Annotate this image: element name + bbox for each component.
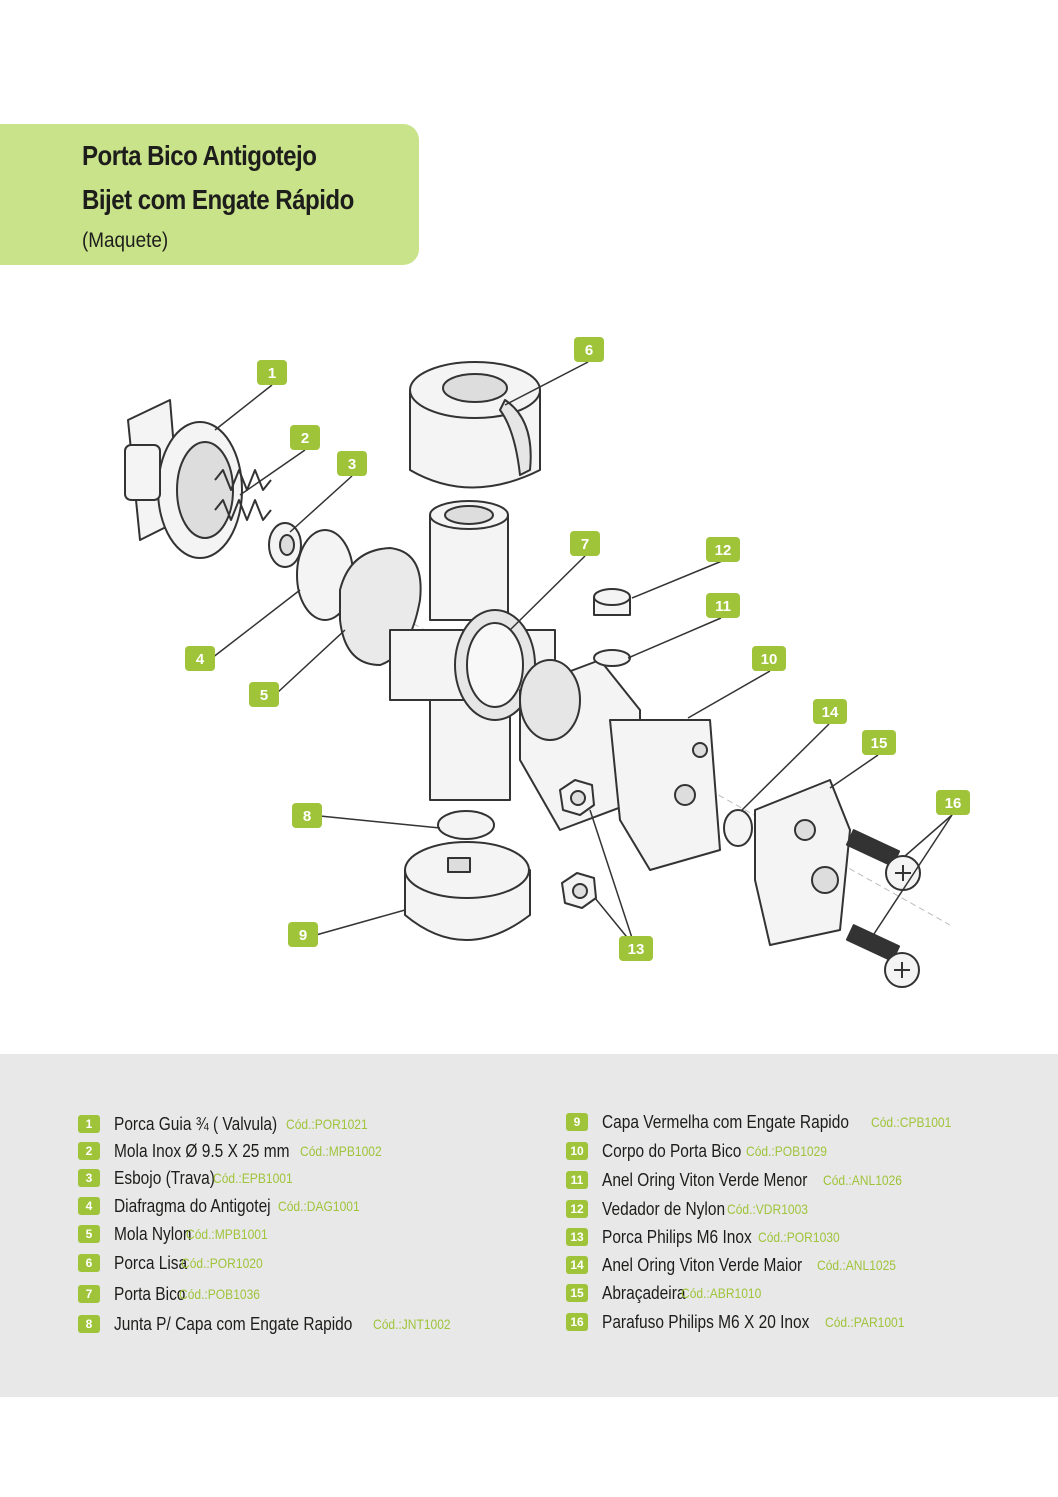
title-banner (0, 124, 419, 265)
callout-11: 11 (706, 593, 740, 618)
callout-10: 10 (752, 646, 786, 671)
svg-text:2: 2 (301, 430, 309, 447)
callout-8: 8 (292, 803, 322, 828)
callout-15: 15 (862, 730, 896, 755)
svg-text:10: 10 (761, 651, 778, 668)
part-12-nylon-washer (593, 588, 631, 616)
callout-3: 3 (337, 451, 367, 476)
callout-14: 14 (813, 699, 847, 724)
svg-text:3: 3 (348, 456, 356, 473)
part-1-guide-nut (124, 399, 243, 559)
part-3-stopper (268, 522, 302, 568)
part-9-quick-cap (404, 841, 531, 941)
svg-text:1: 1 (268, 365, 276, 382)
svg-text:15: 15 (871, 735, 888, 752)
svg-text:13: 13 (628, 941, 645, 958)
callout-4: 4 (185, 646, 215, 671)
part-8-seal (437, 810, 495, 840)
title-subtitle: (Maquete) (82, 229, 169, 252)
part-14-oring-large (723, 809, 753, 847)
exploded-view-diagram: 1 2 3 4 5 6 7 8 9 10 11 12 13 14 15 16 (124, 337, 970, 988)
callout-1: 1 (257, 360, 287, 385)
part-16-screw-a (845, 829, 921, 891)
part-13-nut-b (561, 872, 597, 909)
callout-12: 12 (706, 537, 740, 562)
svg-text:8: 8 (303, 808, 311, 825)
part-10-body (519, 659, 721, 871)
svg-text:7: 7 (581, 536, 589, 553)
title-line-2: Bijet com Engate Rápido (82, 184, 354, 215)
svg-text:9: 9 (299, 927, 307, 944)
svg-text:14: 14 (822, 704, 839, 721)
svg-text:16: 16 (945, 795, 962, 812)
part-2-spring (214, 469, 272, 521)
callout-2: 2 (290, 425, 320, 450)
svg-text:4: 4 (196, 651, 205, 668)
part-16-screw-b (845, 924, 920, 988)
svg-text:12: 12 (715, 542, 732, 559)
part-13-nut-a (559, 779, 595, 816)
callout-5: 5 (249, 682, 279, 707)
svg-text:11: 11 (715, 598, 731, 615)
part-6-flat-nut (409, 361, 541, 489)
title-line-1: Porta Bico Antigotejo (82, 140, 317, 171)
callout-7: 7 (570, 531, 600, 556)
part-11-oring-small (593, 649, 631, 667)
part-15-clamp (754, 779, 851, 946)
svg-text:6: 6 (585, 342, 593, 359)
callout-9: 9 (288, 922, 318, 947)
callout-13: 13 (619, 936, 653, 961)
callout-16: 16 (936, 790, 970, 815)
svg-text:5: 5 (260, 687, 268, 704)
callout-6: 6 (574, 337, 604, 362)
part-7-nozzle-holder (389, 500, 556, 801)
